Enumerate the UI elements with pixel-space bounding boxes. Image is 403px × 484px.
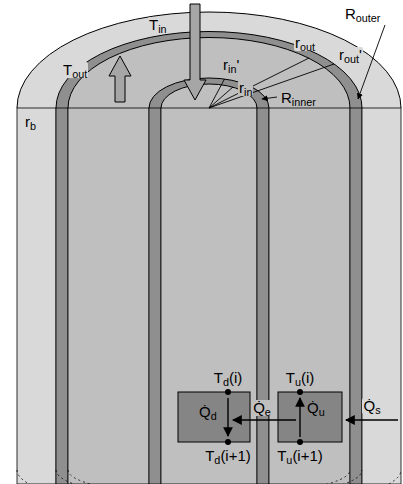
flow-arrows: [109, 4, 206, 102]
dotted-continuation: [17, 470, 401, 484]
symbol-label: Tin: [148, 17, 168, 33]
control-volumes: [178, 389, 342, 445]
symbol-label: Tu(i+1): [276, 448, 324, 464]
symbol-label: Tout: [62, 62, 88, 78]
symbol-label: Rinner: [280, 90, 317, 106]
symbol-label: Q̇d: [198, 404, 218, 420]
radius-lines: [209, 58, 334, 108]
symbol-label: rout': [338, 47, 363, 63]
top-face: [17, 12, 401, 108]
symbol-label: Q̇u: [306, 400, 326, 416]
symbol-label: rb: [24, 114, 37, 130]
symbol-label: Td(i): [213, 370, 244, 386]
symbol-label: Q̇s: [362, 398, 381, 414]
leader-lines: [262, 25, 385, 99]
symbol-label: rout: [294, 35, 316, 51]
symbol-label: rin: [238, 80, 253, 96]
cut-face: [17, 108, 401, 484]
symbol-label: Td(i+1): [204, 448, 252, 464]
symbol-label: Router: [344, 6, 381, 22]
symbol-label: Q̇e: [252, 400, 272, 416]
heat-flow-arrows: [228, 398, 398, 437]
symbol-label: Tu(i): [285, 370, 316, 386]
symbol-label: rin': [222, 57, 240, 73]
